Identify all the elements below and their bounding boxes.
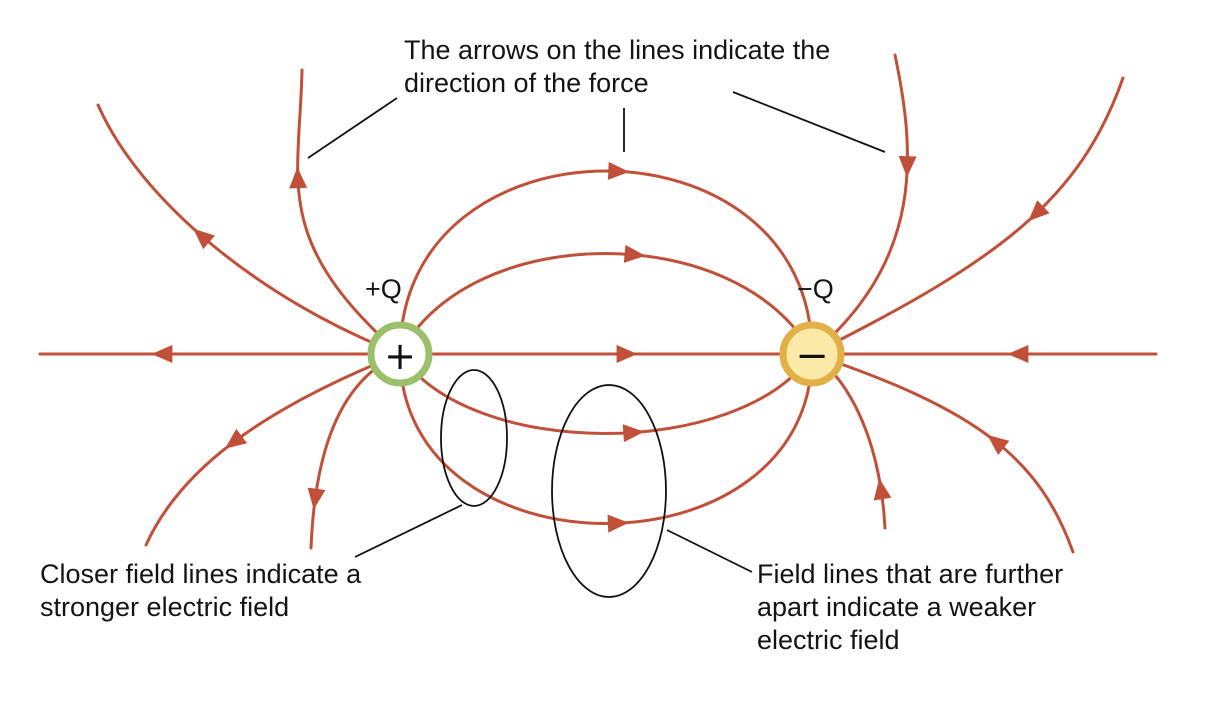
annotation-arrow-direction: The arrows on the lines indicate the dir… — [404, 34, 830, 100]
negative-up-arrowhead — [898, 155, 917, 178]
annotation-line: direction of the force — [404, 68, 649, 98]
annotation-line: The arrows on the lines indicate the — [404, 35, 831, 65]
negative-charge-body — [779, 321, 845, 387]
ellipse-further-lines — [551, 384, 667, 598]
annotation-line: apart indicate a weaker — [757, 592, 1037, 622]
leader-closer — [354, 504, 463, 558]
ellipse-closer-lines — [440, 369, 508, 507]
positive-down-arrowhead — [307, 487, 326, 510]
positive-charge: + — [367, 321, 433, 387]
annotation-line: Field lines that are further — [757, 559, 1064, 589]
negative-upper-right-arrowhead — [1028, 200, 1050, 222]
positive-charge-body — [367, 321, 433, 387]
negative-lower-right-arrowhead — [987, 434, 1010, 455]
field-line-inner-bottom-arc — [398, 352, 814, 435]
field-line-positive-upper-left — [96, 103, 402, 356]
inner-top-arc-arrowhead — [623, 244, 646, 263]
leader-further — [666, 529, 753, 573]
annotation-line: Closer field lines indicate a — [40, 559, 362, 589]
field-line-negative-upper-right — [810, 76, 1125, 356]
negative-charge-sign: − — [795, 333, 829, 379]
annotation-further-lines: Field lines that are further apart indic… — [757, 558, 1063, 657]
positive-lower-left-arrowhead — [224, 428, 248, 449]
field-line-outer-bottom-arc — [398, 352, 814, 525]
annotation-line: stronger electric field — [40, 592, 290, 622]
field-lines — [38, 53, 1158, 554]
outer-top-arc-arrowhead — [607, 161, 630, 180]
field-line-inner-top-arc — [398, 252, 814, 356]
positive-upper-left-arrowhead — [193, 228, 215, 250]
positive-charge-sign: + — [384, 334, 416, 378]
positive-charge-label: +Q — [365, 274, 402, 304]
leader-arrows-right — [732, 91, 886, 153]
negative-down-arrowhead — [873, 478, 892, 501]
field-line-negative-up — [810, 53, 909, 356]
axis-left-arrowhead — [151, 345, 173, 363]
leader-arrows-left — [307, 97, 398, 159]
negative-charge-label: −Q — [797, 274, 834, 304]
annotation-closer-lines: Closer field lines indicate a stronger e… — [40, 558, 361, 624]
negative-charge: − — [779, 321, 845, 387]
inner-bottom-arc-arrowhead — [622, 424, 645, 443]
field-line-positive-up — [296, 68, 402, 356]
axis-middle-arrowhead — [616, 345, 638, 363]
axis-right-arrowhead — [1007, 345, 1029, 363]
field-line-negative-lower-right — [810, 352, 1075, 554]
annotation-line: electric field — [757, 625, 900, 655]
positive-up-arrowhead — [289, 167, 308, 189]
field-line-outer-top-arc — [398, 169, 814, 356]
outer-bottom-arc-arrowhead — [607, 514, 629, 533]
direction-arrowheads — [151, 155, 1050, 533]
